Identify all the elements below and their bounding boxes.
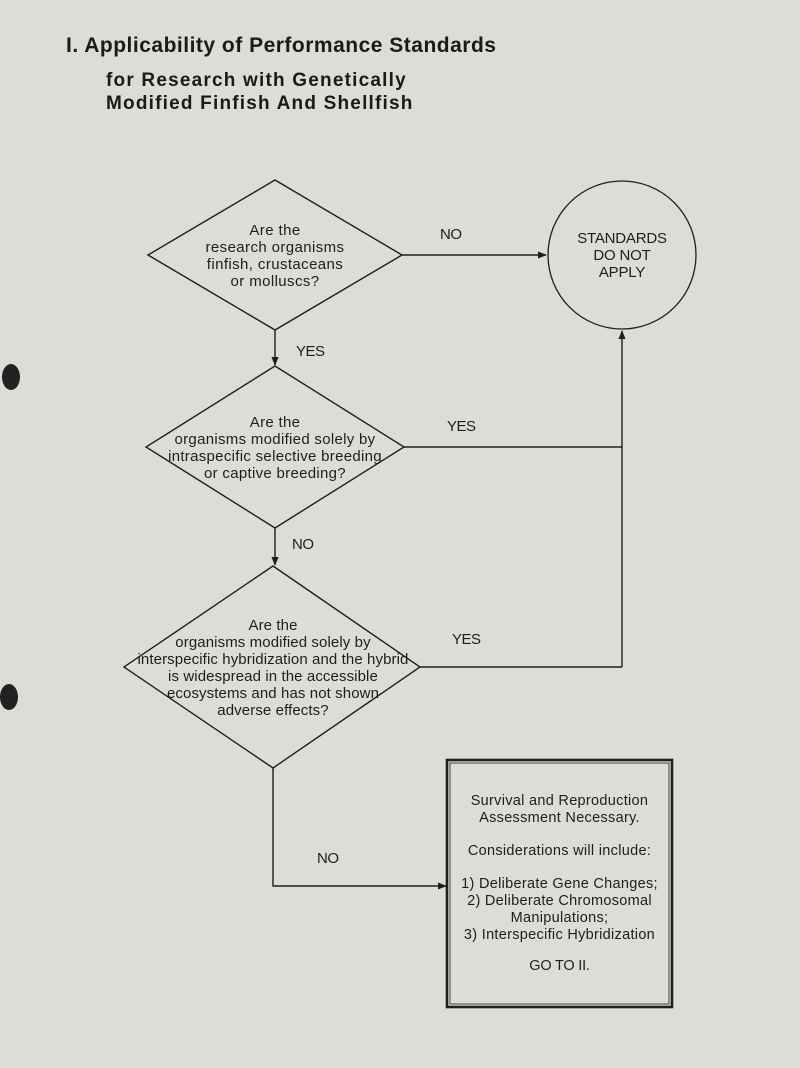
decision-3-yes-label: YES xyxy=(452,631,481,648)
page-title: I. Applicability of Performance Standard… xyxy=(66,34,497,57)
decision-3-line: is widespread in the accessible xyxy=(168,668,378,685)
goto-text: GO TO II. xyxy=(529,958,590,974)
terminal-line: STANDARDS xyxy=(577,230,667,247)
decision-2-line: Are the xyxy=(249,414,301,431)
decision-1-text: Are the research organisms finfish, crus… xyxy=(175,222,375,290)
decision-1-yes-label: YES xyxy=(296,343,325,360)
decision-2-no-label: NO xyxy=(292,536,314,553)
terminal-line: APPLY xyxy=(598,264,646,281)
binder-hole-icon xyxy=(2,364,20,390)
connector-d3-no xyxy=(272,768,447,890)
decision-2-yes-label: YES xyxy=(447,418,476,435)
terminal-text: STANDARDS DO NOT APPLY xyxy=(562,230,682,281)
page-subtitle-line-2: Modified Finfish And Shellfish xyxy=(106,93,414,114)
assessment-heading-line: Assessment Necessary. xyxy=(479,810,640,826)
assessment-items: 1) Deliberate Gene Changes; 2) Deliberat… xyxy=(452,876,667,944)
decision-2-line: or captive breeding? xyxy=(204,465,346,482)
assessment-box-inner-frame xyxy=(449,762,670,1005)
assessment-heading-line: Survival and Reproduction xyxy=(470,793,649,809)
decision-3-text: Are the organisms modified solely by int… xyxy=(132,617,414,719)
decision-1-line: Are the xyxy=(249,222,301,239)
decision-2-text: Are the organisms modified solely by int… xyxy=(155,414,395,482)
considerations-text: Considerations will include: xyxy=(467,843,652,859)
assessment-box-frame xyxy=(445,758,674,1009)
decision-2-line: organisms modified solely by xyxy=(174,431,376,448)
decision-3-line: ecosystems and has not shown xyxy=(166,685,380,702)
page-subtitle-line-1: for Research with Genetically xyxy=(106,70,407,91)
assessment-item: 2) Deliberate Chromosomal xyxy=(467,893,652,909)
assessment-item: Manipulations; xyxy=(510,910,609,926)
decision-2-line: intraspecific selective breeding xyxy=(168,448,382,465)
assessment-goto: GO TO II. xyxy=(452,958,667,975)
assessment-item: 3) Interspecific Hybridization xyxy=(463,927,656,943)
decision-3-line: organisms modified solely by xyxy=(175,634,371,651)
binder-hole-icon xyxy=(0,684,18,710)
assessment-considerations: Considerations will include: xyxy=(452,843,667,860)
terminal-line: DO NOT xyxy=(593,247,651,264)
decision-3-line: Are the xyxy=(248,617,298,634)
decision-1-line: finfish, crustaceans xyxy=(206,256,344,273)
terminal-circle xyxy=(547,180,697,330)
assessment-heading: Survival and Reproduction Assessment Nec… xyxy=(452,793,667,827)
decision-1-line: or molluscs? xyxy=(230,273,320,290)
decision-1-line: research organisms xyxy=(205,239,345,256)
decision-3-line: adverse effects? xyxy=(217,702,329,719)
assessment-item: 1) Deliberate Gene Changes; xyxy=(461,876,658,892)
decision-3-line: interspecific hybridization and the hybr… xyxy=(137,651,409,668)
decision-3-no-label: NO xyxy=(317,850,339,867)
decision-1-no-label: NO xyxy=(440,226,462,243)
